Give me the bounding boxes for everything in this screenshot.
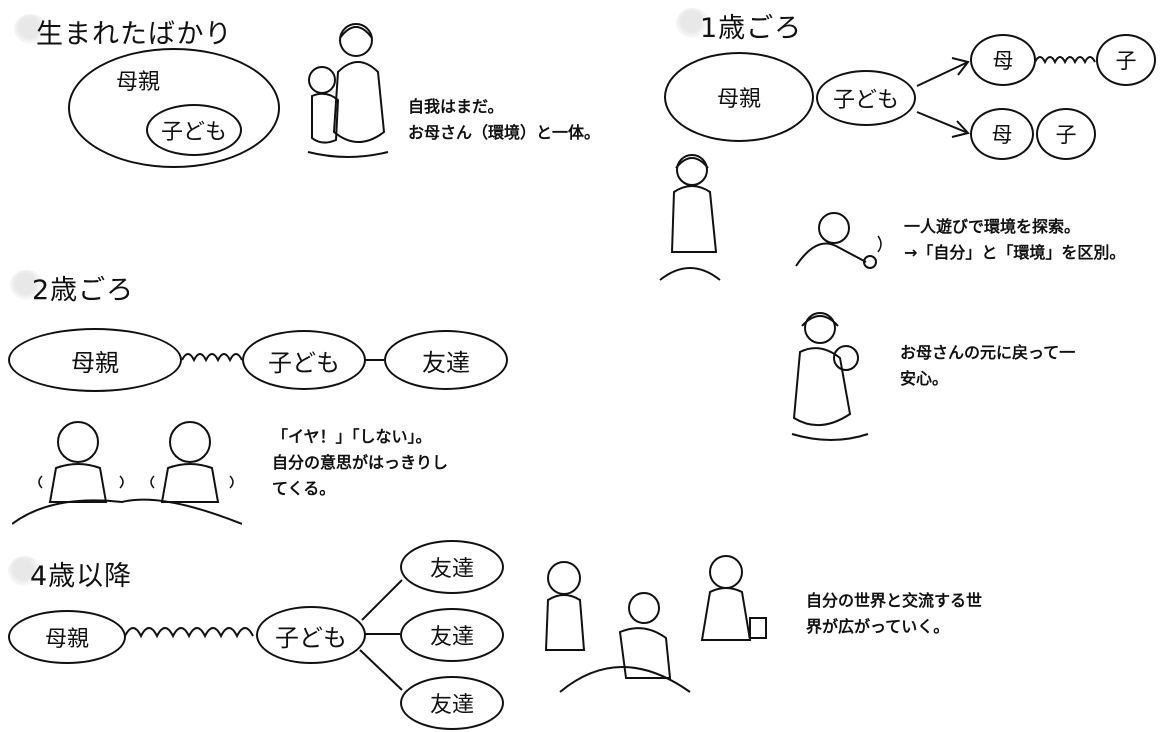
spring-mother-child-age2	[181, 353, 243, 363]
arrow-to-top-pair	[916, 61, 969, 87]
arrow-to-bottom-pair	[916, 111, 969, 134]
child-label-newborn: 子ども	[160, 120, 227, 145]
child-small-top-label: 子	[1115, 49, 1137, 73]
child-inner-ellipse: 子ども	[146, 104, 242, 156]
arrowhead-bottom	[951, 120, 970, 138]
note-age1-explore-line2: →「自分」と「環境」を区別。	[904, 243, 1126, 262]
mother-label-age4: 母親	[44, 627, 89, 652]
note-age2: 「イヤ！」「しない」。 自分の意思がはっきりし てくる。	[272, 424, 448, 502]
mother-label-age2: 母親	[71, 348, 119, 377]
mother-small-top-label: 母	[992, 49, 1014, 73]
arrowhead-top	[951, 57, 970, 76]
child-ellipse-age2: 子ども	[242, 330, 366, 390]
line-child-friend-3	[359, 649, 403, 691]
children-playing-illustration	[544, 555, 767, 693]
mother-label-age1: 母親	[716, 87, 761, 112]
friend-label-1: 友達	[429, 557, 474, 582]
section-bullet-mark	[8, 556, 42, 586]
note-age4-line1: 自分の世界と交流する世	[806, 591, 983, 610]
note-age2-line3: てくる。	[272, 479, 336, 498]
friend-ellipse-1: 友達	[400, 540, 504, 594]
mother-ellipse-age1: 母親	[664, 52, 814, 142]
note-age4-line2: 界が広がっていく。	[806, 617, 950, 636]
friend-label-age2: 友達	[422, 348, 470, 377]
note-age1-explore: 一人遊びで環境を探索。 →「自分」と「環境」を区別。	[904, 214, 1125, 266]
note-age1-return-line1: お母さんの元に戻って一	[900, 343, 1076, 362]
friend-ellipse-3: 友達	[400, 676, 504, 730]
note-age1-return-line2: 安心。	[900, 369, 949, 388]
section-bullet-mark	[14, 14, 48, 44]
spring-top-pair	[1034, 56, 1096, 65]
mother-label-newborn: 母親	[116, 70, 161, 95]
section-title-newborn: 生まれたばかり	[36, 19, 233, 50]
note-newborn-line2: お母さん（環境）と一体。	[408, 123, 601, 142]
note-age2-line1: 「イヤ！」「しない」。	[272, 427, 432, 446]
child-small-bottom-label: 子	[1055, 123, 1077, 147]
friend-ellipse-age2: 友達	[384, 330, 508, 390]
child-label-age4: 子ども	[275, 623, 347, 652]
note-age2-line2: 自分の意思がはっきりし	[272, 453, 449, 472]
crawling-baby-illustration	[795, 212, 882, 269]
child-ellipse-age4: 子ども	[256, 606, 366, 664]
mother-small-bottom: 母	[970, 108, 1034, 160]
child-label-age2: 子ども	[268, 348, 340, 377]
section-bullet-mark	[676, 8, 710, 38]
mother-small-bottom-label: 母	[991, 123, 1013, 147]
mother-ellipse-age4: 母親	[8, 610, 126, 664]
section-title-age2: 2歳ごろ	[32, 275, 135, 306]
mother-ellipse-age2: 母親	[8, 328, 182, 392]
note-age1-explore-line1: 一人遊びで環境を探索。	[904, 217, 1081, 236]
child-small-bottom: 子	[1036, 108, 1096, 160]
spring-mother-child-age4	[124, 627, 254, 639]
friend-label-3: 友達	[429, 693, 474, 718]
line-child-friend-1	[361, 579, 403, 621]
child-label-age1: 子ども	[832, 88, 899, 113]
mother-hugging-child-illustration	[791, 312, 869, 441]
toddlers-sand-illustration	[12, 421, 242, 525]
mother-holding-baby-illustration	[307, 23, 389, 158]
friend-ellipse-2: 友達	[400, 608, 504, 662]
mother-small-top: 母	[970, 34, 1036, 86]
child-ellipse-age1: 子ども	[816, 70, 916, 126]
section-title-age4: 4歳以降	[30, 561, 133, 592]
note-newborn: 自我はまだ。 お母さん（環境）と一体。	[408, 94, 600, 146]
child-small-top: 子	[1096, 34, 1156, 86]
section-bullet-mark	[10, 270, 44, 300]
note-age1-return: お母さんの元に戻って一 安心。	[900, 340, 1075, 392]
note-newborn-line1: 自我はまだ。	[408, 97, 504, 116]
section-title-age1: 1歳ごろ	[700, 13, 803, 44]
note-age4: 自分の世界と交流する世 界が広がっていく。	[806, 588, 982, 640]
friend-label-2: 友達	[429, 625, 474, 650]
kneeling-mother-illustration	[659, 154, 721, 281]
